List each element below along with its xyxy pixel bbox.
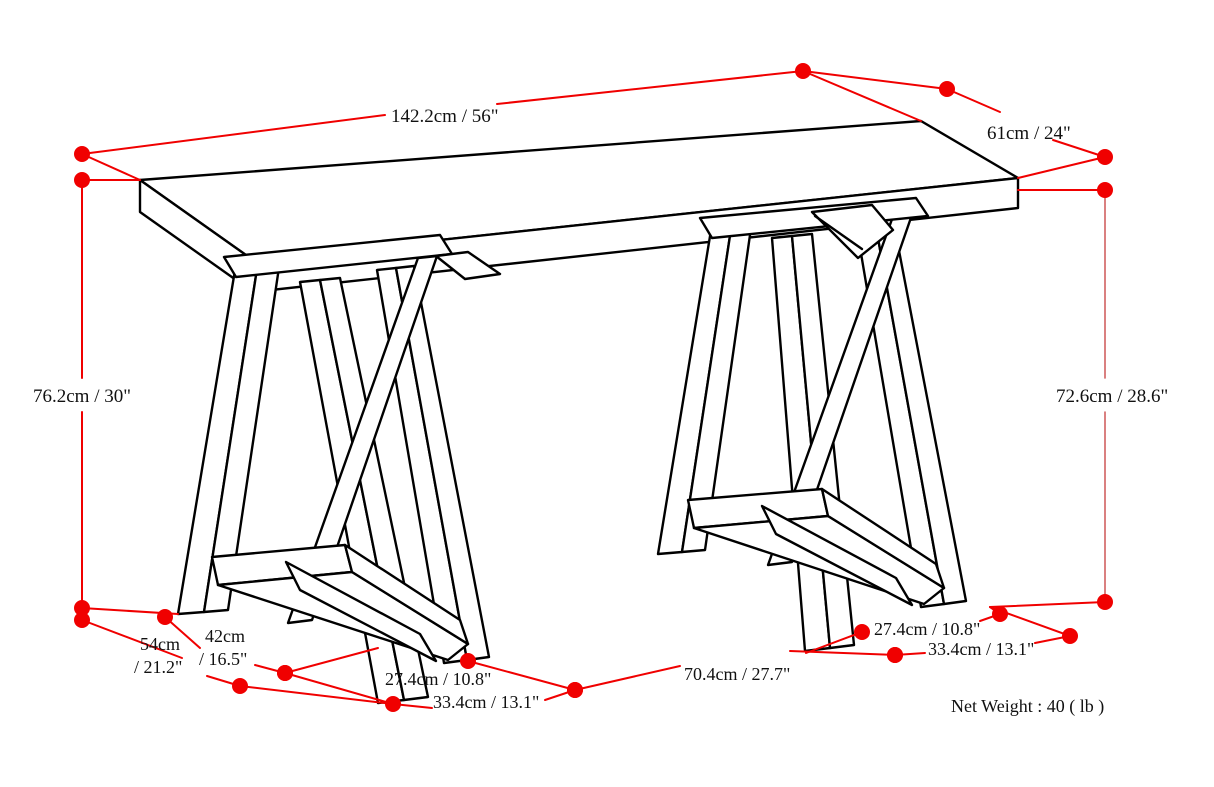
right-trestle-stretcher-cross xyxy=(760,504,914,607)
dim-left-foot-depth-b-dot-left xyxy=(385,696,401,712)
dim-trestle-spacing: 70.4cm / 27.7" xyxy=(567,647,903,698)
dim-top-width-label: 142.2cm / 56" xyxy=(391,106,499,127)
left-trestle-leg-right-inner xyxy=(394,264,491,662)
left-trestle-stretcher-back xyxy=(343,543,470,646)
dim-overall-height-dot-top xyxy=(74,172,90,188)
dim-left-foot-span-line xyxy=(81,619,183,659)
dim-clearance-height-dot-top xyxy=(1097,182,1113,198)
dim-left-foot-depth-a-line-left xyxy=(284,647,379,674)
left-trestle xyxy=(176,233,502,705)
dim-trestle-spacing-label: 70.4cm / 27.7" xyxy=(684,664,790,684)
dim-right-foot-depth-b-leader xyxy=(989,606,1071,637)
dim-left-foot-depth-a-dot-left xyxy=(277,665,293,681)
desk-illustration xyxy=(138,119,1020,705)
dim-left-foot-span-dot-right xyxy=(232,678,248,694)
dim-right-foot-depth-a-dot-left xyxy=(854,624,870,640)
dim-top-depth-line-a xyxy=(802,70,948,90)
dim-top-width-leader xyxy=(81,153,141,181)
left-trestle-diagonal-brace xyxy=(434,250,502,281)
dim-right-foot-depth-b-dot-right xyxy=(1062,628,1078,644)
dim-left-foot-span-label-line2: / 21.2" xyxy=(134,657,182,677)
net-weight-label: Net Weight : 40 ( lb ) xyxy=(951,696,1104,717)
dim-top-depth-label: 61cm / 24" xyxy=(987,123,1071,144)
dim-overall-height-label: 76.2cm / 30" xyxy=(33,386,131,407)
dim-right-foot-depth-b-dot-left xyxy=(887,647,903,663)
dim-overall-height-dot-bottom xyxy=(74,600,90,616)
dim-left-foot-span-leader xyxy=(239,685,394,705)
dim-left-foot-span: 54cm / 21.2" xyxy=(74,612,394,705)
dim-trestle-spacing-line-left xyxy=(574,665,681,691)
dim-top-depth-leader xyxy=(1017,156,1106,179)
dim-left-foot-inner-label-line1: 42cm xyxy=(205,626,245,646)
dim-right-foot-depth-a-line-left xyxy=(805,631,863,654)
dim-right-foot-depth-a: 27.4cm / 10.8" xyxy=(805,606,1008,654)
dim-top-depth: 61cm / 24" xyxy=(802,70,1113,179)
dim-left-foot-inner-dot-left xyxy=(157,609,173,625)
right-trestle-stretcher-back xyxy=(820,487,946,590)
dim-left-foot-depth-a: 27.4cm / 10.8" xyxy=(277,647,576,691)
dim-top-depth-line-c xyxy=(1052,139,1106,158)
dim-top-width-line-far xyxy=(802,70,922,122)
dim-left-foot-span-dot-left xyxy=(74,612,90,628)
dim-left-foot-depth-a-line-right xyxy=(467,660,576,691)
dim-clearance-height-label: 72.6cm / 28.6" xyxy=(1056,386,1168,407)
dim-right-foot-depth-b-label: 33.4cm / 13.1" xyxy=(928,639,1034,659)
dim-left-foot-inner-label-line2: / 16.5" xyxy=(199,649,247,669)
right-trestle xyxy=(656,196,968,653)
dim-clearance-height-leader-bottom xyxy=(989,601,1106,608)
dim-top-depth-dot-left xyxy=(939,81,955,97)
dim-overall-height: 76.2cm / 30" xyxy=(33,172,179,616)
dim-left-foot-span-label-line1: 54cm xyxy=(140,634,180,654)
dim-top-width-line-left xyxy=(81,114,386,155)
dim-right-foot-depth-a-label: 27.4cm / 10.8" xyxy=(874,619,980,639)
dim-left-foot-depth-a-dot-right xyxy=(460,653,476,669)
dim-top-depth-line-b xyxy=(946,88,1001,113)
dim-left-foot-inner-line-b xyxy=(284,672,394,705)
dim-left-foot-depth-a-label: 27.4cm / 10.8" xyxy=(385,669,491,689)
dim-top-width-dot-left xyxy=(74,146,90,162)
dim-top-depth-dot-right xyxy=(1097,149,1113,165)
left-trestle-stretcher-cross xyxy=(284,560,438,663)
dim-top-width: 142.2cm / 56" xyxy=(74,63,922,181)
dim-clearance-height: 72.6cm / 28.6" xyxy=(989,182,1168,610)
dim-left-foot-depth-b-label: 33.4cm / 13.1" xyxy=(433,692,539,712)
dim-trestle-spacing-dot-left xyxy=(567,682,583,698)
dim-top-width-line-right xyxy=(496,70,804,105)
dim-right-foot-depth-b: 33.4cm / 13.1" xyxy=(887,606,1078,663)
dim-clearance-height-dot-bottom xyxy=(1097,594,1113,610)
right-trestle-diagonal-brace xyxy=(810,203,895,260)
right-trestle-brace-edge xyxy=(813,214,864,251)
